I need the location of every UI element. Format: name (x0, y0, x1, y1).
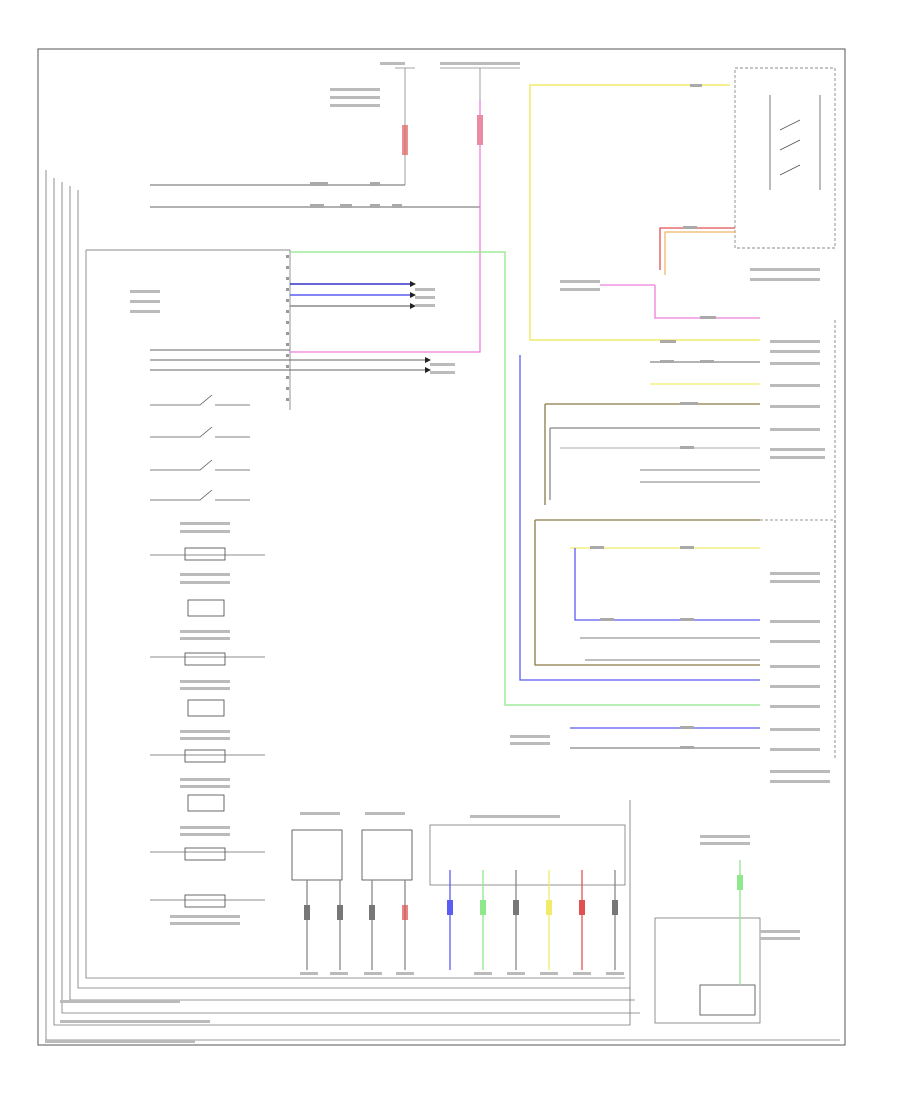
instrument-cluster-box (654, 917, 761, 1024)
sensor-box-2 (361, 829, 413, 881)
arrow-heads (410, 281, 431, 373)
bottom-fuse-marks (304, 900, 618, 920)
solenoid-wires (150, 554, 265, 901)
label-marks (45, 62, 830, 1043)
tcm-inner-frame (86, 249, 291, 410)
right-wires (519, 355, 760, 749)
right-pin-marks (590, 84, 716, 749)
top-wires (150, 184, 480, 208)
red-wire (659, 227, 735, 270)
shift-switch-box (734, 67, 836, 249)
left-bus-lines (45, 170, 840, 1041)
fuse-lines (395, 67, 520, 210)
pin-column (286, 255, 289, 401)
top-wire-labels (310, 182, 402, 208)
pink-wire-right (600, 284, 760, 319)
orange-wire (664, 231, 735, 275)
yellow-wire (529, 84, 760, 341)
cluster-fuse (737, 875, 743, 890)
blue-data-wires (290, 283, 410, 307)
tcm-input-wires (150, 349, 425, 371)
diagram-border (37, 48, 846, 1046)
left-switches (150, 394, 250, 501)
cluster-inner-box (699, 984, 756, 1016)
solenoid-boxes (184, 547, 226, 908)
fuse-left (402, 125, 408, 155)
green-wire (290, 251, 760, 706)
shift-switch-contacts (769, 95, 821, 190)
sensor-box-1 (291, 829, 343, 881)
bottom-wires (306, 870, 616, 970)
internal-switch-box (429, 824, 626, 886)
range-sensor-box (760, 519, 836, 700)
pink-wire (290, 100, 481, 353)
